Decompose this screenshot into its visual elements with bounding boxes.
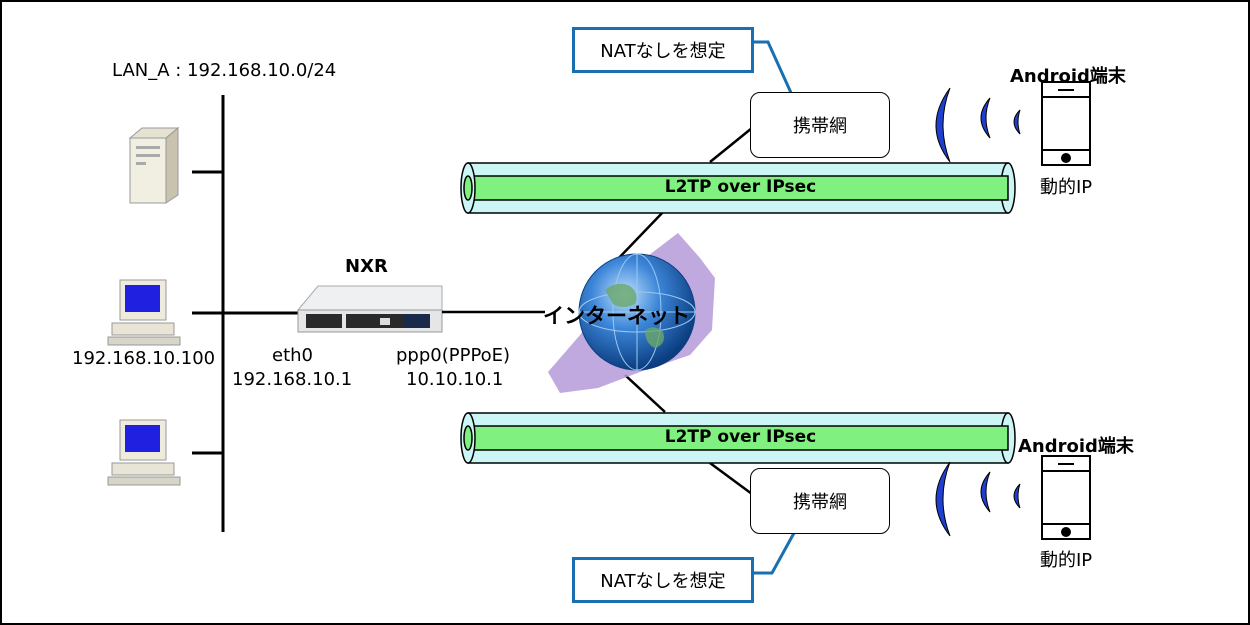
link-bottom	[624, 374, 666, 413]
router-icon	[296, 285, 443, 333]
pc-ip-label: 192.168.10.100	[72, 348, 216, 369]
phone-icon	[1041, 455, 1091, 540]
globe-icon	[578, 253, 696, 371]
router-wan-if: ppp0(PPPoE)	[396, 345, 511, 366]
pc-icon	[107, 279, 181, 346]
internet-label: インターネット	[543, 304, 690, 328]
link-top	[614, 209, 666, 263]
nat-note-bottom: NATなしを想定	[572, 557, 754, 603]
mobile-network-top: 携帯網	[750, 92, 890, 158]
link-bottom	[709, 461, 753, 496]
server-icon	[128, 126, 180, 204]
phone-icon	[1041, 81, 1091, 166]
tunnel-top	[460, 162, 1016, 214]
device-top-ip-note: 動的IP	[1040, 177, 1093, 198]
tunnel-top-label: L2TP over IPsec	[664, 177, 817, 197]
callout-line-top	[752, 40, 794, 96]
signal-wave-icon	[935, 461, 1021, 537]
router-wan-ip: 10.10.10.1	[406, 369, 504, 390]
link-top	[709, 127, 753, 163]
tunnel-bottom	[460, 412, 1016, 464]
pc-icon	[107, 419, 181, 486]
callout-line-bottom	[752, 532, 796, 575]
device-bottom-ip-note: 動的IP	[1040, 550, 1093, 571]
router-lan-if: eth0	[272, 345, 313, 366]
tunnel-bottom-label: L2TP over IPsec	[664, 427, 817, 447]
mobile-network-bottom: 携帯網	[750, 468, 890, 534]
router-name: NXR	[345, 256, 388, 277]
lan-label: LAN_A : 192.168.10.0/24	[112, 60, 337, 81]
device-bottom-title: Android端末	[1018, 436, 1134, 457]
device-top-title: Android端末	[1010, 66, 1126, 87]
signal-wave-icon	[935, 87, 1021, 163]
router-lan-ip: 192.168.10.1	[232, 369, 353, 390]
nat-note-top: NATなしを想定	[572, 27, 754, 73]
